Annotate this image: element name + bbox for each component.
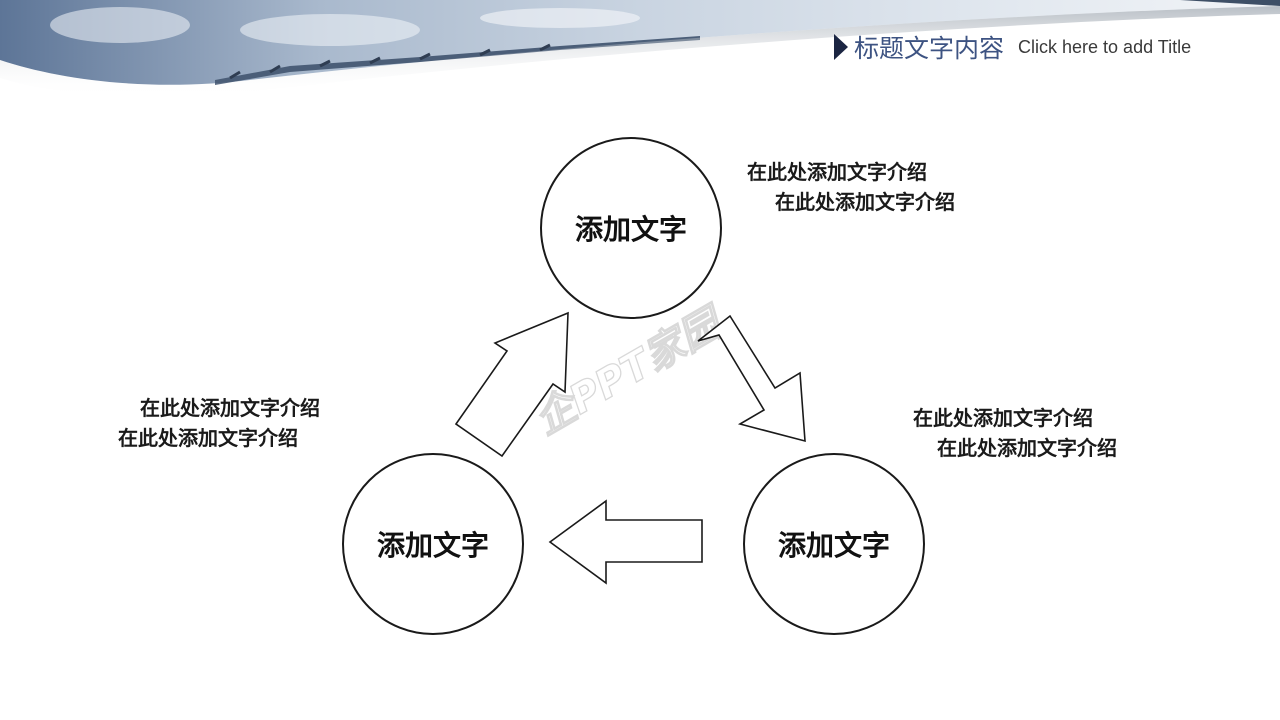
arrow-down-right (697, 314, 806, 443)
desc-left-line2: 在此处添加文字介绍 (118, 426, 298, 450)
arrow-up-right (454, 311, 569, 458)
desc-right-line2: 在此处添加文字介绍 (937, 436, 1117, 460)
header-sky-banner (0, 0, 1280, 98)
desc-left[interactable]: 在此处添加文字介绍 在此处添加文字介绍 (118, 393, 320, 453)
node-bottom-right-label: 添加文字 (778, 529, 890, 562)
desc-top-right-line2: 在此处添加文字介绍 (775, 190, 955, 214)
slide-title-bar[interactable]: 标题文字内容 Click here to add Title (834, 30, 1191, 64)
desc-right[interactable]: 在此处添加文字介绍 在此处添加文字介绍 (913, 403, 1117, 463)
node-bottom-left[interactable]: 添加文字 (342, 453, 524, 635)
desc-top-right-line1: 在此处添加文字介绍 (747, 160, 927, 184)
arrow-left (548, 499, 703, 585)
node-top[interactable]: 添加文字 (540, 137, 722, 319)
slide-title-en[interactable]: Click here to add Title (1018, 36, 1192, 57)
desc-right-line1: 在此处添加文字介绍 (913, 406, 1093, 430)
slide-title-cn[interactable]: 标题文字内容 (854, 34, 1005, 63)
title-triangle-icon (834, 34, 848, 60)
node-bottom-left-label: 添加文字 (377, 529, 489, 562)
node-top-label: 添加文字 (575, 213, 687, 246)
desc-left-line1: 在此处添加文字介绍 (140, 396, 320, 420)
node-bottom-right[interactable]: 添加文字 (743, 453, 925, 635)
desc-top-right[interactable]: 在此处添加文字介绍 在此处添加文字介绍 (747, 157, 955, 217)
